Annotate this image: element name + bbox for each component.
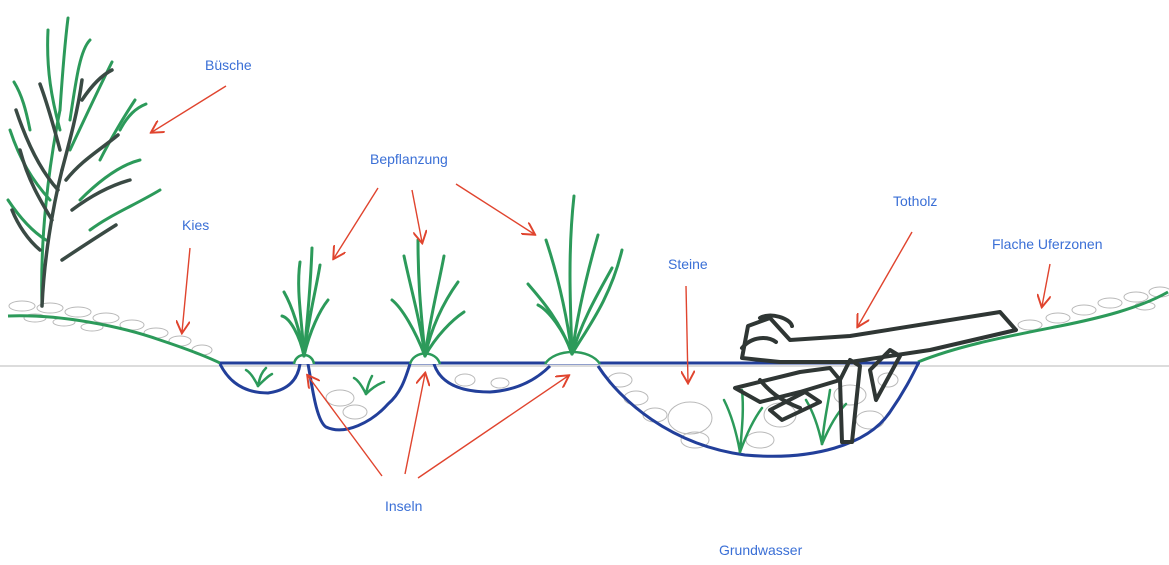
arrow-buesche [152,86,226,132]
label-bepflanzung: Bepflanzung [370,151,448,167]
arrow-bepflanzung-3 [456,184,534,234]
arrow-totholz [858,232,912,326]
callout-arrows [152,86,1050,478]
pond-3 [434,364,550,392]
underwater-plants [246,368,846,452]
arrow-steine [686,286,688,382]
label-grundwasser: Grundwasser [719,542,802,558]
label-flache-uferzonen: Flache Uferzonen [992,236,1103,252]
water-bodies [220,363,920,456]
left-bank-line [8,316,222,364]
arrow-bepflanzung-2 [412,190,422,242]
label-inseln: Inseln [385,498,422,514]
arrow-inseln-2 [405,374,425,474]
bushes [8,18,160,306]
arrow-flache-uferzonen [1042,264,1050,306]
arrow-bepflanzung-1 [334,188,378,258]
label-buesche: Büsche [205,57,252,73]
dead-wood [735,312,1016,442]
right-bank-gravel [1018,287,1169,330]
label-steine: Steine [668,256,708,272]
island-plants [282,196,622,356]
label-kies: Kies [182,217,209,233]
arrow-kies [182,248,190,332]
label-totholz: Totholz [893,193,937,209]
